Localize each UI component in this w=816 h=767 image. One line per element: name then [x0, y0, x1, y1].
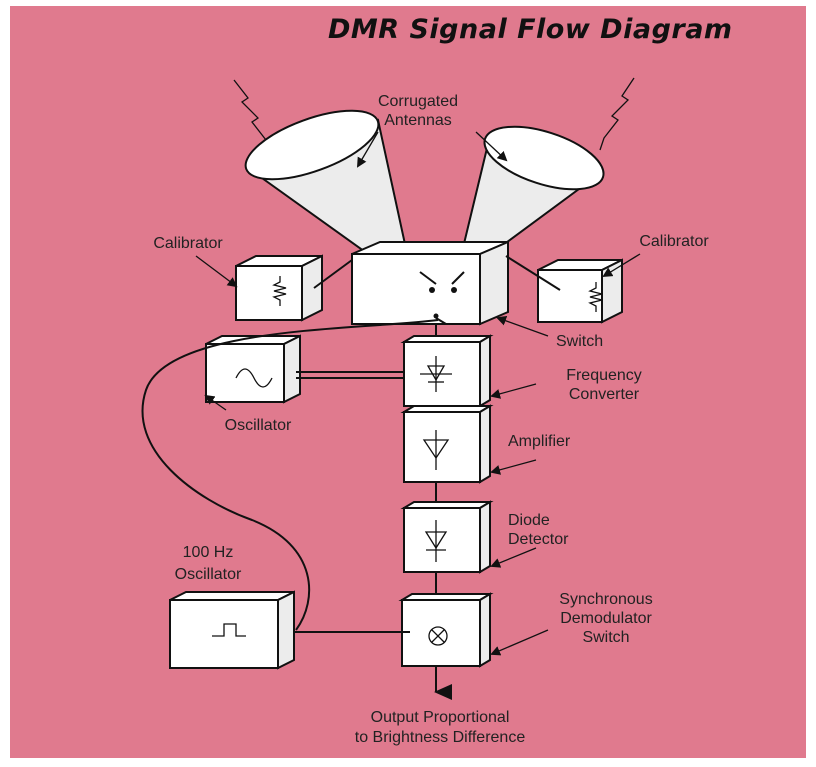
- sync-demod-label-line3: Switch: [582, 629, 629, 646]
- diode-detector-box: [400, 500, 494, 574]
- hz-oscillator-label-line2: Oscillator: [175, 566, 242, 583]
- amplifier-label: Amplifier: [508, 433, 571, 450]
- calibrator-right-box: [505, 255, 623, 324]
- sync-demodulator-box: [398, 592, 494, 668]
- left-antenna: [244, 109, 410, 266]
- sync-demod-label-line1: Synchronous: [559, 591, 652, 608]
- calibrator-right-label: Calibrator: [639, 233, 709, 250]
- frequency-converter-label-line1: Frequency: [566, 367, 642, 384]
- oscillator-label: Oscillator: [225, 417, 292, 434]
- antennas-label-line2: Antennas: [384, 112, 452, 129]
- output-label-line1: Output Proportional: [371, 709, 510, 726]
- hz-oscillator-label-line1: 100 Hz: [183, 544, 234, 561]
- antennas-label-line1: Corrugated: [378, 93, 458, 110]
- switch-housing: [351, 240, 509, 326]
- sync-demod-label-line2: Demodulator: [560, 610, 652, 627]
- incoming-radiation-right: [599, 77, 635, 151]
- diode-detector-label-line1: Diode: [508, 512, 550, 529]
- calibrator-left-box: [235, 254, 353, 322]
- switch-control-wire: [141, 319, 439, 631]
- switch-label: Switch: [556, 333, 603, 350]
- diode-detector-label-line2: Detector: [508, 531, 569, 548]
- right-antenna: [460, 125, 605, 264]
- frequency-converter-label-line2: Converter: [569, 386, 640, 403]
- output-label-line2: to Brightness Difference: [355, 729, 526, 746]
- oscillator-box: [205, 334, 404, 404]
- calibrator-left-label: Calibrator: [153, 235, 223, 252]
- amplifier-box: [400, 404, 494, 484]
- frequency-converter-box: [400, 334, 494, 408]
- hz-oscillator-box: [169, 590, 295, 670]
- diagram-title: DMR Signal Flow Diagram: [328, 14, 733, 45]
- incoming-radiation-left: [233, 79, 267, 151]
